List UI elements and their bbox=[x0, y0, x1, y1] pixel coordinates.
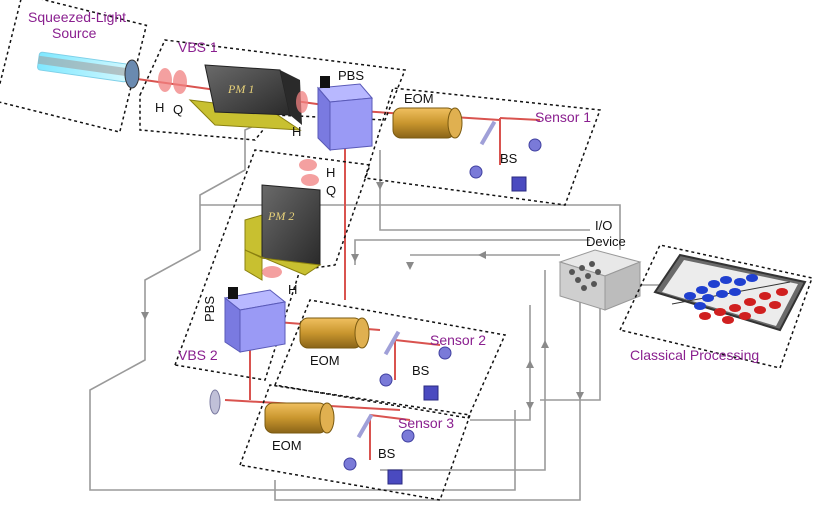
detector3c-icon bbox=[387, 469, 403, 485]
detector1c-icon bbox=[511, 176, 527, 192]
io-label-line2: Device bbox=[586, 234, 626, 249]
source-label-line2: Source bbox=[52, 25, 97, 41]
blue-cluster bbox=[684, 274, 758, 310]
eom3-modulator bbox=[264, 402, 335, 434]
waveplate-h3-icon bbox=[299, 159, 317, 171]
detector2b-icon bbox=[379, 373, 393, 387]
detector1a-icon bbox=[528, 138, 542, 152]
pm1-label: PM 1 bbox=[227, 82, 254, 96]
waveplate-q1-icon bbox=[173, 70, 187, 94]
pm2-label: PM 2 bbox=[267, 209, 294, 223]
pbs2-cube: PBS bbox=[202, 287, 287, 353]
source-label-line1: Squeezed-Light bbox=[28, 9, 126, 25]
h3-label: H bbox=[326, 165, 335, 180]
bs1-splitter-icon bbox=[479, 120, 497, 146]
waveplate-h4-icon bbox=[262, 266, 282, 278]
sensor2-group: Sensor 2 EOM BS bbox=[273, 299, 507, 419]
red-cluster bbox=[699, 288, 788, 324]
waveplate-h2-icon bbox=[296, 91, 308, 113]
io-label-line1: I/O bbox=[595, 218, 612, 233]
bs3-label: BS bbox=[378, 446, 396, 461]
bs2-splitter-icon bbox=[383, 330, 401, 356]
bs2-label: BS bbox=[412, 363, 430, 378]
sensor1-group: Sensor 1 EOM BS bbox=[364, 87, 602, 206]
h1-label: H bbox=[155, 100, 164, 115]
classical-processing-group: Classical Processing bbox=[618, 244, 813, 369]
h2-label: H bbox=[292, 124, 301, 139]
sensor1-label: Sensor 1 bbox=[535, 109, 591, 125]
q2-label: Q bbox=[326, 183, 336, 198]
phase-modulator-2: PM 2 bbox=[244, 184, 322, 281]
bs1-label: BS bbox=[500, 151, 518, 166]
eom2-label: EOM bbox=[310, 353, 340, 368]
detector3a-icon bbox=[401, 429, 415, 443]
pbs2-label: PBS bbox=[202, 296, 217, 322]
phase-modulator-1: PM 1 bbox=[188, 64, 302, 131]
squeezed-light-source: Squeezed-Light Source bbox=[0, 0, 148, 134]
mirror3-icon bbox=[209, 389, 221, 415]
detector1b-icon bbox=[469, 165, 483, 179]
eom1-modulator bbox=[392, 107, 463, 139]
sensor3-group: Sensor 3 EOM BS bbox=[209, 384, 472, 501]
vbs1-label: VBS 1 bbox=[178, 39, 218, 55]
eom3-label: EOM bbox=[272, 438, 302, 453]
h4-label: H bbox=[288, 282, 297, 297]
wire-arrows bbox=[141, 182, 584, 410]
detector2c-icon bbox=[423, 385, 439, 401]
classical-label: Classical Processing bbox=[630, 347, 759, 363]
vbs1-group: VBS 1 H Q PM 1 H PBS bbox=[139, 39, 407, 152]
sensor3-label: Sensor 3 bbox=[398, 415, 454, 431]
eom1-label: EOM bbox=[404, 91, 434, 106]
waveplate-q2-icon bbox=[301, 174, 319, 186]
signal-wires bbox=[89, 104, 621, 501]
sensor2-label: Sensor 2 bbox=[430, 332, 486, 348]
detector3b-icon bbox=[343, 457, 357, 471]
bs3-splitter-icon bbox=[356, 413, 374, 439]
eom2-modulator bbox=[299, 317, 370, 349]
detector2a-icon bbox=[438, 346, 452, 360]
pbs1-label: PBS bbox=[338, 68, 364, 83]
waveplate-h1-icon bbox=[158, 68, 172, 92]
vbs2-group: VBS 2 H Q PM 2 H PBS bbox=[173, 149, 372, 381]
io-device: I/O Device bbox=[558, 218, 660, 311]
pbs1-cube: PBS bbox=[316, 68, 374, 152]
q1-label: Q bbox=[173, 102, 183, 117]
vbs2-label: VBS 2 bbox=[178, 347, 218, 363]
